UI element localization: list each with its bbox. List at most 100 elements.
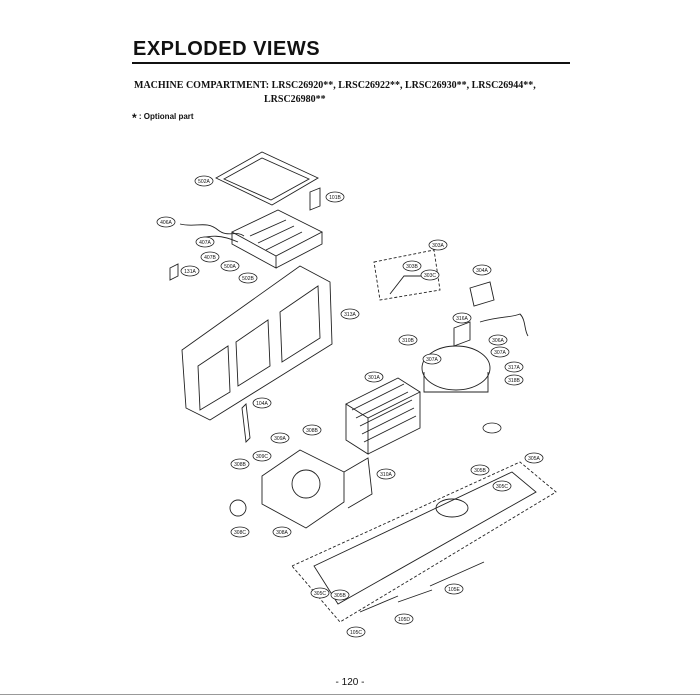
parts-group-box [373, 249, 441, 301]
callout-301a [364, 371, 384, 383]
fan-assembly-part [261, 449, 373, 529]
callout-317a [504, 361, 524, 373]
callout-label: 304A [476, 268, 488, 274]
callout-label: 307A [494, 350, 506, 356]
callout-label: 303A [432, 243, 444, 249]
callout-105e [444, 583, 464, 595]
callout-304a [472, 264, 492, 276]
callout-label: 305C [314, 591, 326, 597]
callout-305a [524, 452, 544, 464]
base-plate-inner-part [313, 471, 537, 613]
callout-label: 308C [234, 530, 246, 536]
tube-part [241, 403, 251, 443]
callout-label: 305A [528, 456, 540, 462]
callout-label: 131A [184, 269, 196, 275]
callout-318b [504, 374, 524, 386]
base-plate-part [291, 461, 557, 623]
callout-305c-2 [310, 587, 330, 599]
wire-harness-part [179, 223, 245, 237]
callout-305b-2 [330, 589, 350, 601]
callout-label: 407B [204, 255, 216, 261]
compressor-part [421, 313, 529, 393]
optional-part-note: * : Optional part [132, 111, 194, 125]
callout-307a-2 [490, 346, 510, 358]
callout-101b [325, 191, 345, 203]
callout-309a [270, 432, 290, 444]
callout-label: 502B [242, 276, 254, 282]
rear-panel-part [181, 265, 333, 421]
callout-305c [492, 480, 512, 492]
cover-plate-part [215, 151, 319, 206]
callout-label: 105E [448, 587, 460, 593]
callout-label: 310B [402, 338, 414, 344]
optional-part-label: : Optional part [138, 112, 194, 121]
callout-316a [452, 312, 472, 324]
callout-303c [420, 269, 440, 281]
callout-303a [428, 239, 448, 251]
callout-label: 308A [276, 530, 288, 536]
callout-309c [252, 450, 272, 462]
callout-313a [340, 308, 360, 320]
grommet-part [229, 499, 247, 517]
callout-label: 305C [496, 484, 508, 490]
callout-407a [195, 236, 215, 248]
model-list-line-2: LRSC26980** [264, 94, 326, 105]
callout-label: 101B [329, 195, 341, 201]
callout-308b-2 [230, 458, 250, 470]
callouts [156, 175, 544, 638]
callout-label: 105D [398, 617, 410, 623]
bracket-part [309, 187, 321, 211]
optional-star-icon: * [132, 111, 137, 125]
callout-label: 316A [456, 316, 468, 322]
model-list-line-1: MACHINE COMPARTMENT: LRSC26920**, LRSC26… [134, 80, 536, 91]
callout-label: 307A [426, 357, 438, 363]
callout-131a [180, 265, 200, 277]
clip-part [169, 263, 179, 281]
callout-406a [156, 216, 176, 228]
callout-502b [238, 272, 258, 284]
callout-label: 308B [234, 462, 246, 468]
callout-308b [302, 424, 322, 436]
callout-label: 313A [344, 312, 356, 318]
callout-label: 407A [199, 240, 211, 246]
callout-label: 104A [256, 401, 268, 407]
page-title: EXPLODED VIEWS [133, 38, 321, 60]
callout-labels: 502A 101B 406A 407A 407B 500A 502B 131A … [160, 179, 540, 636]
callout-label: 309A [274, 436, 286, 442]
callout-308a [272, 526, 292, 538]
callout-label: 406A [160, 220, 172, 226]
page-number: - 120 - [335, 677, 365, 688]
callout-label: 500A [224, 264, 236, 270]
title-rule [132, 62, 570, 64]
callout-label: 303C [424, 273, 436, 279]
callout-label: 301A [368, 375, 380, 381]
callout-label: 309C [256, 454, 268, 460]
relay-part [469, 281, 495, 307]
callout-310b [398, 334, 418, 346]
callout-label: 305B [334, 593, 346, 599]
callout-307a [422, 353, 442, 365]
callout-310a [376, 468, 396, 480]
callout-label: 105C [350, 630, 362, 636]
callout-label: 310A [380, 472, 392, 478]
callout-502a [194, 175, 214, 187]
callout-306a [488, 334, 508, 346]
callout-label: 305B [474, 468, 486, 474]
callout-label: 318B [508, 378, 520, 384]
page-bottom-rule [0, 694, 700, 695]
callout-500a [220, 260, 240, 272]
control-box-part [231, 209, 323, 269]
callout-105d [394, 613, 414, 625]
callout-104a [252, 397, 272, 409]
callout-306a-2 [482, 422, 502, 434]
condenser-part [345, 377, 421, 455]
callout-407b [200, 251, 220, 263]
callout-label: 303B [406, 264, 418, 270]
callout-label: 306A [492, 338, 504, 344]
callout-303b [402, 260, 422, 272]
callout-label: 502A [198, 179, 210, 185]
callout-label: 317A [508, 365, 520, 371]
callout-305b [470, 464, 490, 476]
callout-label: 308B [306, 428, 318, 434]
